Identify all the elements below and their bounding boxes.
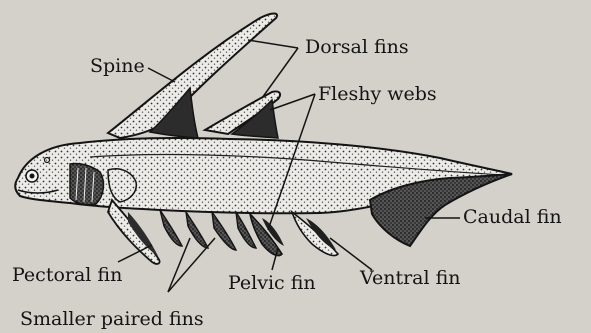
smaller-paired-fins-leader-2 xyxy=(168,238,215,292)
spine-label: Spine xyxy=(90,55,145,77)
dorsal-fins-leader-1 xyxy=(248,40,298,48)
spine-leader xyxy=(148,68,175,82)
eye-pupil xyxy=(30,174,35,179)
ventral-fin-label: Ventral fin xyxy=(359,267,461,289)
dorsal-fins-label: Dorsal fins xyxy=(305,36,409,58)
smaller-paired-fins-label: Smaller paired fins xyxy=(20,308,204,330)
caudal-fin-label: Caudal fin xyxy=(463,206,562,228)
dorsal-fins-leader-2 xyxy=(262,48,298,98)
fleshy-webs-label: Fleshy webs xyxy=(318,83,437,105)
ventral-fin-shape xyxy=(292,212,338,256)
pectoral-fin-label: Pectoral fin xyxy=(12,264,122,286)
smaller-paired-fins xyxy=(160,210,256,250)
smaller-paired-fins-leader-1 xyxy=(168,238,190,292)
pelvic-fin-label: Pelvic fin xyxy=(228,272,316,294)
